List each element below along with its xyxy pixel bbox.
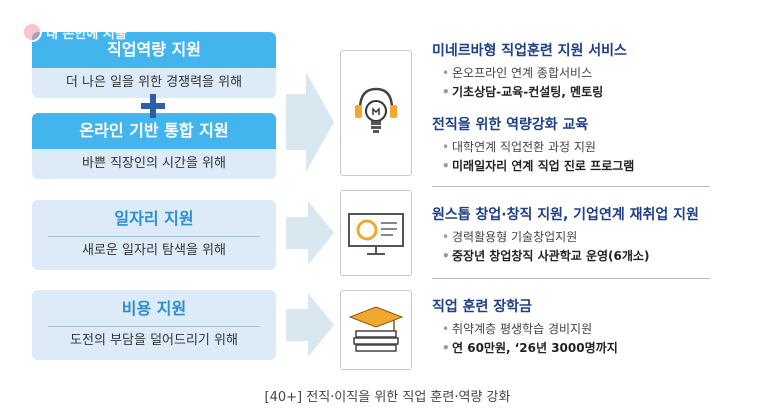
section-title: 원스톱 창업·창직 지원, 기업연계 재취업 지원	[432, 207, 699, 223]
section-title: 미네르바형 직업훈련 지원 서비스	[432, 43, 627, 59]
minerva-section: 미네르바형 직업훈련 지원 서비스 온오프라인 연계 종합서비스 기초상담-교육…	[432, 40, 762, 102]
online-support-title: 온라인 기반 통합 지원	[32, 113, 276, 149]
divider	[432, 186, 710, 187]
watermark-text: 내 손안에 서울	[46, 26, 127, 42]
list-item: 미래일자리 연계 직업 진로 프로그램	[432, 157, 762, 176]
lightbulb-icon-box	[340, 50, 412, 176]
plus-icon	[141, 94, 165, 118]
list-item: 온오프라인 연계 종합서비스	[432, 64, 762, 83]
presentation-icon-box	[340, 190, 412, 276]
career-change-section: 전직을 위한 역량강화 교육 대학연계 직업전환 과정 지원 미래일자리 연계 …	[432, 114, 762, 176]
job-support-desc: 새로운 일자리 탐색을 위해	[82, 243, 226, 258]
section-title: 전직을 위한 역량강화 교육	[432, 117, 589, 133]
divider	[432, 278, 710, 279]
list-item: 중장년 창업창직 사관학교 운영(6개소)	[432, 247, 762, 266]
job-support-box: 일자리 지원 새로운 일자리 탐색을 위해	[32, 200, 276, 270]
list-item: 기초상담-교육-컨설팅, 멘토링	[432, 83, 762, 102]
job-competency-box: 직업역량 지원 더 나은 일을 위한 경쟁력을 위해	[32, 32, 276, 98]
online-support-desc: 바쁜 직장인의 시간을 위해	[32, 149, 276, 179]
divider	[48, 326, 260, 327]
seoul-logo-icon	[22, 22, 42, 42]
cost-support-box: 비용 지원 도전의 부담을 덜어드리기 위해	[32, 290, 276, 360]
list-item: 경력활용형 기술창업지원	[432, 228, 762, 247]
job-support-title: 일자리 지원	[114, 209, 194, 228]
list-item: 취약계층 평생학습 경비지원	[432, 320, 762, 339]
arrow-right-icon	[286, 293, 334, 357]
arrow-right-icon	[286, 72, 334, 172]
presentation-board-icon	[348, 213, 404, 255]
section-title: 직업 훈련 장학금	[432, 299, 532, 315]
list-item: 연 60만원, ‘26년 3000명까지	[432, 339, 762, 358]
scholarship-section: 직업 훈련 장학금 취약계층 평생학습 경비지원 연 60만원, ‘26년 30…	[432, 296, 762, 358]
figure-caption: [40+] 전직·이직을 위한 직업 훈련·역량 강화	[264, 390, 511, 405]
cost-support-desc: 도전의 부담을 덜어드리기 위해	[70, 333, 238, 348]
scholarship-icon-box	[340, 290, 412, 370]
list-item: 대학연계 직업전환 과정 지원	[432, 138, 762, 157]
graduation-books-icon	[348, 306, 404, 352]
job-competency-desc: 더 나은 일을 위한 경쟁력을 위해	[32, 68, 276, 98]
online-support-box: 온라인 기반 통합 지원 바쁜 직장인의 시간을 위해	[32, 113, 276, 179]
divider	[48, 236, 260, 237]
job-competency-title: 직업역량 지원	[32, 32, 276, 68]
watermark: 내 손안에 서울	[22, 22, 127, 42]
arrow-right-icon	[286, 201, 334, 265]
cost-support-title: 비용 지원	[121, 299, 187, 318]
startup-section: 원스톱 창업·창직 지원, 기업연계 재취업 지원 경력활용형 기술창업지원 중…	[432, 204, 762, 266]
lightbulb-headset-icon	[355, 87, 397, 133]
